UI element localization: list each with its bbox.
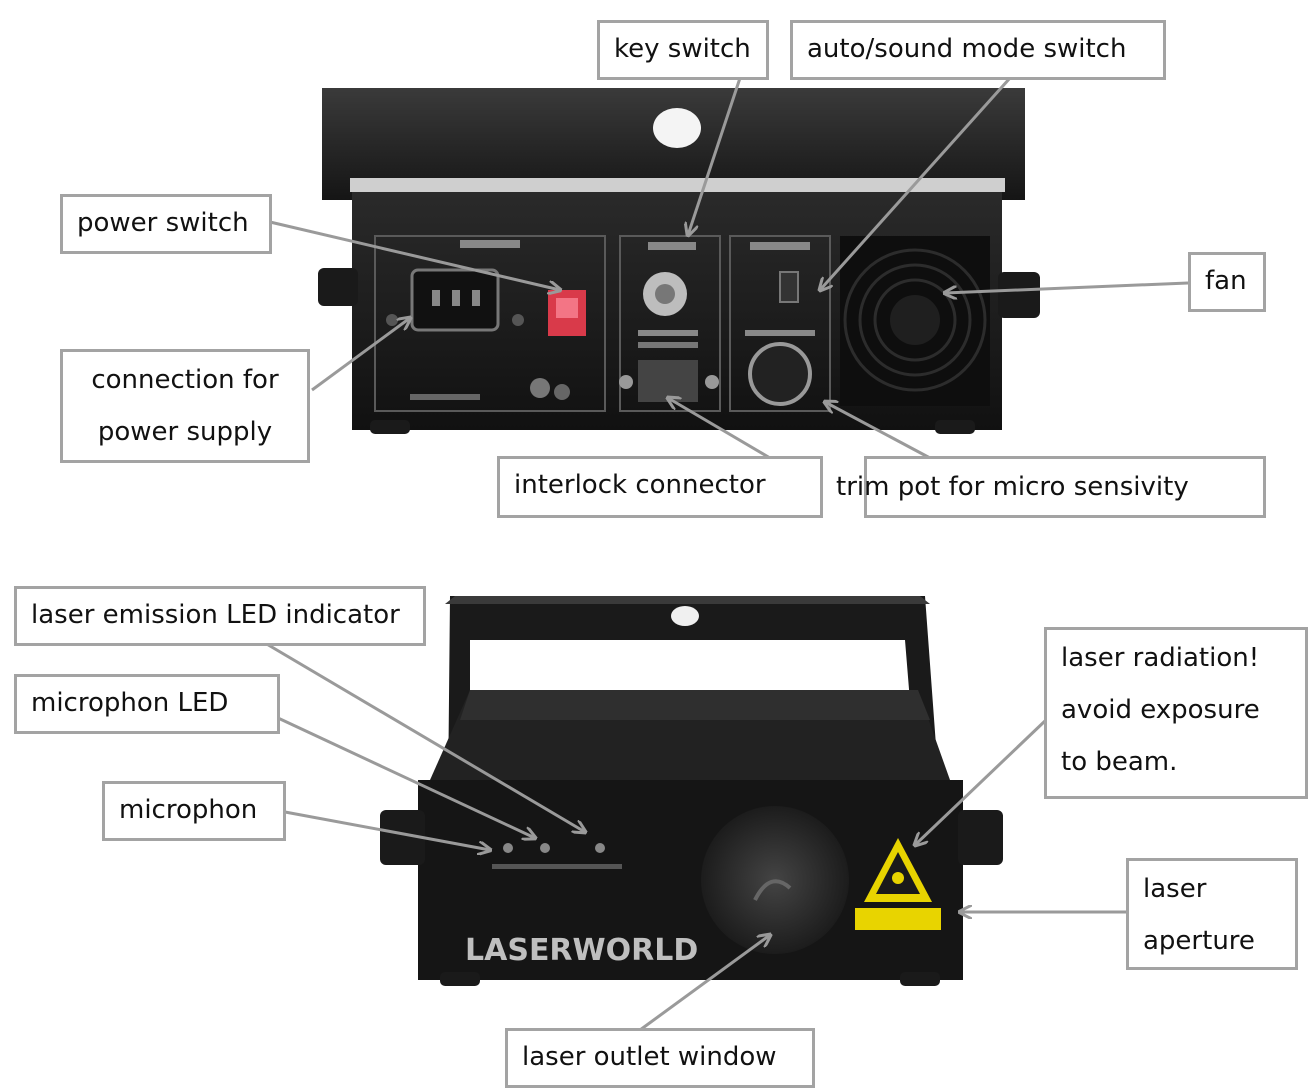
interlock-connector-label: interlock connector — [497, 456, 823, 518]
rear-device — [318, 88, 1040, 434]
mode-switch-icon — [779, 271, 799, 303]
laser-aperture-label: laser aperture — [1126, 858, 1298, 970]
aperture-label-icon — [855, 908, 941, 930]
laser-emission-led-label: laser emission LED indicator — [14, 586, 426, 646]
trim-pot-icon — [748, 342, 812, 406]
warning-line1: laser radiation! — [1061, 643, 1260, 673]
mount-hole-icon — [653, 108, 701, 148]
trim-pot-label-text: trim pot for micro sensivity — [836, 472, 1189, 502]
laser-radiation-warning-label: laser radiation! avoid exposure to beam. — [1044, 627, 1308, 799]
laser-outlet-window-label: laser outlet window — [505, 1028, 815, 1088]
brand-logo: LASERWORLD — [465, 933, 698, 968]
power-switch-label: power switch — [60, 194, 272, 254]
interlock-connector-icon — [638, 360, 698, 402]
warning-line3: to beam. — [1061, 747, 1178, 777]
power-supply-connection-label: connection for power supply — [60, 349, 310, 463]
aperture-line2: aperture — [1143, 926, 1255, 956]
microphon-label: microphon — [102, 781, 286, 841]
microphone-icon — [503, 843, 513, 853]
auto-sound-mode-switch-label: auto/sound mode switch — [790, 20, 1166, 80]
fan-label: fan — [1188, 252, 1266, 312]
mic-led-icon — [540, 843, 550, 853]
microphon-led-label: microphon LED — [14, 674, 280, 734]
callout-arrows — [264, 76, 1189, 1032]
front-device: LASERWORLD — [380, 596, 1003, 986]
emission-led-icon — [595, 843, 605, 853]
power-supply-label-line2: power supply — [97, 417, 273, 447]
key-switch-label: key switch — [597, 20, 769, 80]
handle-hole-icon — [671, 606, 699, 626]
power-supply-label-line1: connection for — [91, 365, 279, 395]
aperture-line1: laser — [1143, 874, 1207, 904]
warning-line2: avoid exposure — [1061, 695, 1260, 725]
trim-pot-label — [864, 456, 1266, 518]
